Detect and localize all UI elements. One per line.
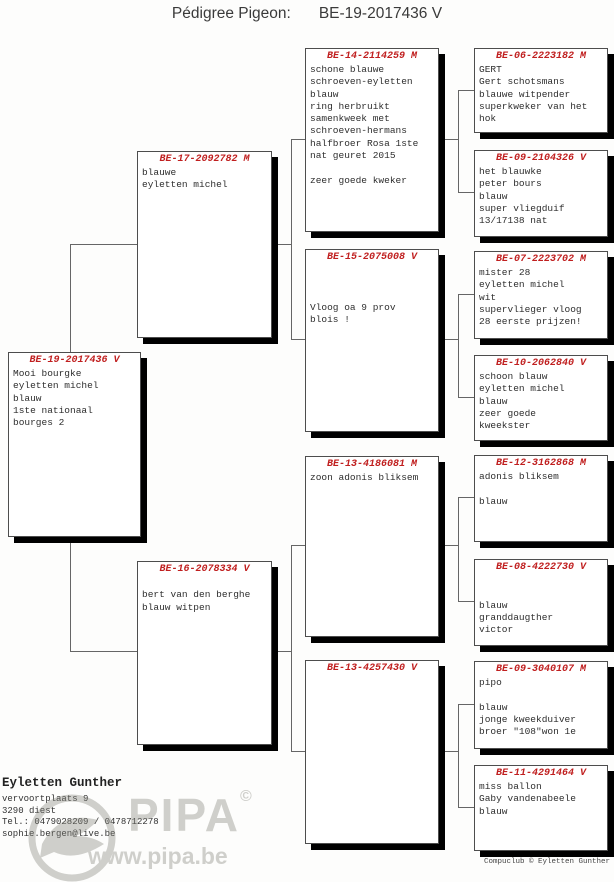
pedigree-box-dam-dam: BE-13-4257430 V [305, 660, 439, 844]
pigeon-notes: pipo blauw jonge kweekduiver broer "108"… [479, 677, 576, 738]
connector-line [70, 244, 137, 245]
pigeon-notes: schoon blauw eyletten michel blauw zeer … [479, 371, 565, 432]
owner-name: Eyletten Gunther [2, 776, 123, 790]
pedigree-box-dam-sire-dam: BE-08-4222730 V blauw granddaugther vict… [474, 559, 608, 646]
ring-number: BE-12-3162868 M [495, 458, 586, 469]
ring-number: BE-09-3040107 M [495, 664, 586, 675]
copyright-symbol: © [239, 788, 254, 805]
pedigree-box-sire-sire-dam: BE-09-2104326 V het blauwke peter bours … [474, 150, 608, 237]
watermark-url: www.pipa.be [88, 843, 228, 869]
connector-line [458, 294, 459, 398]
pigeon-notes: blauwe eyletten michel [142, 167, 228, 191]
connector-line [70, 651, 137, 652]
pigeon-notes: GERT Gert schotsmans blauwe witpender su… [479, 64, 588, 125]
pedigree-box-dam-sire-sire: BE-12-3162868 M adonis bliksem blauw [474, 455, 608, 542]
connector-line [458, 497, 459, 602]
ring-number: BE-16-2078334 V [159, 564, 250, 575]
connector-line [431, 139, 458, 140]
connector-line [70, 244, 71, 352]
ring-number: BE-13-4186081 M [326, 459, 417, 470]
connector-line [458, 704, 475, 705]
ring-number: BE-08-4222730 V [495, 562, 586, 573]
connector-line [291, 139, 306, 140]
connector-line [291, 545, 292, 751]
ring-number: BE-06-2223182 M [495, 51, 586, 62]
pedigree-box-dam: BE-16-2078334 V bert van den berghe blau… [137, 561, 272, 745]
pigeon-notes: zoon adonis bliksem [310, 472, 419, 483]
connector-line [458, 294, 475, 295]
pigeon-notes: bert van den berghe blauw witpen [142, 589, 251, 613]
ring-number: BE-09-2104326 V [495, 153, 586, 164]
page-title: Pédigree Pigeon: BE-19-2017436 V [0, 5, 614, 23]
ring-number: BE-14-2114259 M [326, 51, 417, 62]
ring-number: BE-19-2017436 V [29, 355, 120, 366]
pedigree-box-sire-sire-sire: BE-06-2223182 M GERT Gert schotsmans bla… [474, 48, 608, 133]
pedigree-box-sire-dam-sire: BE-07-2223702 M mister 28 eyletten miche… [474, 251, 608, 339]
pigeon-notes [306, 674, 438, 676]
pedigree-box-dam-dam-dam: BE-11-4291464 V miss ballon Gaby vandena… [474, 765, 608, 851]
pigeon-notes: adonis bliksem blauw [479, 471, 559, 507]
pigeon-notes: Vloog oa 9 prov blois ! [310, 301, 396, 326]
pedigree-box-subject: BE-19-2017436 V Mooi bourgke eyletten mi… [8, 352, 141, 537]
pigeon-notes: schone blauwe schroeven-eyletten blauw r… [310, 64, 419, 186]
pigeon-notes: miss ballon Gaby vandenabeele blauw [479, 781, 576, 817]
ring-number: BE-07-2223702 M [495, 254, 586, 265]
connector-line [458, 704, 459, 808]
connector-line [458, 90, 475, 91]
ring-number: BE-15-2075008 V [326, 252, 417, 263]
software-credit: Compuclub © Eyletten Gunther [483, 858, 610, 866]
connector-line [431, 751, 458, 752]
connector-line [264, 651, 291, 652]
owner-contact-lines: vervoortplaats 9 3290 diest Tel.: 047902… [2, 794, 159, 839]
connector-line [291, 751, 306, 752]
connector-line [431, 339, 458, 340]
connector-line [264, 244, 291, 245]
connector-line [70, 537, 71, 652]
connector-line [291, 339, 306, 340]
pigeon-notes: mister 28 eyletten michel wit supervlieg… [479, 267, 582, 328]
pedigree-box-sire-dam: BE-15-2075008 V Vloog oa 9 prov blois ! [305, 249, 439, 432]
owner-info: Eyletten Gunther vervoortplaats 9 3290 d… [2, 776, 159, 840]
connector-line [458, 601, 475, 602]
pedigree-box-sire-sire: BE-14-2114259 M schone blauwe schroeven-… [305, 48, 439, 232]
pigeon-notes: het blauwke peter bours blauw super vlie… [479, 166, 565, 227]
connector-line [458, 90, 459, 193]
pigeon-notes: blauw granddaugther victor [479, 599, 554, 636]
ring-number: BE-13-4257430 V [326, 663, 417, 674]
pigeon-notes: Mooi bourgke eyletten michel blauw 1ste … [13, 368, 99, 429]
title-label: Pédigree Pigeon: [171, 5, 291, 22]
pedigree-box-sire: BE-17-2092782 M blauwe eyletten michel [137, 151, 272, 338]
connector-line [458, 807, 475, 808]
ring-number: BE-17-2092782 M [159, 154, 250, 165]
pedigree-box-sire-dam-dam: BE-10-2062840 V schoon blauw eyletten mi… [474, 355, 608, 441]
connector-line [458, 192, 475, 193]
pedigree-box-dam-sire: BE-13-4186081 M zoon adonis bliksem [305, 456, 439, 637]
title-ring-number: BE-19-2017436 V [318, 5, 443, 22]
connector-line [458, 397, 475, 398]
connector-line [291, 545, 306, 546]
ring-number: BE-11-4291464 V [495, 768, 586, 779]
connector-line [458, 497, 475, 498]
connector-line [291, 139, 292, 340]
ring-number: BE-10-2062840 V [495, 358, 586, 369]
connector-line [431, 545, 458, 546]
pedigree-box-dam-dam-sire: BE-09-3040107 M pipo blauw jonge kweekdu… [474, 661, 608, 749]
